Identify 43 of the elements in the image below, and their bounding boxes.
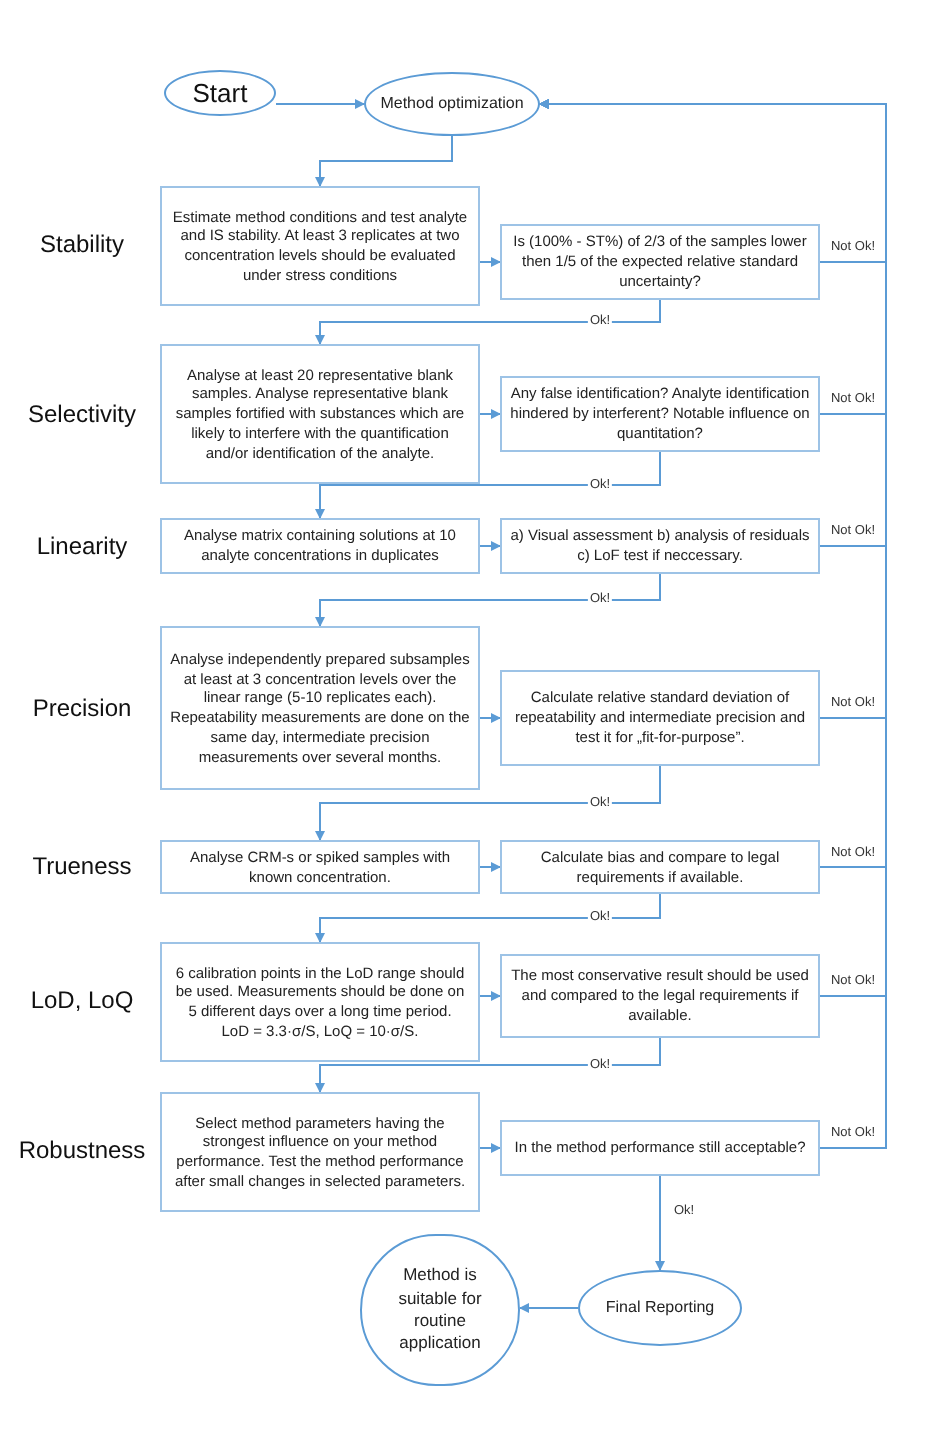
process-box: [500, 518, 820, 574]
arrow: [655, 1175, 665, 1271]
node-text: Start: [192, 75, 248, 112]
arrow: [315, 135, 453, 187]
process-box: [160, 518, 480, 574]
arrow: [315, 1037, 661, 1093]
process-box: [500, 1120, 820, 1176]
arrow: [275, 99, 365, 109]
process-box: [500, 670, 820, 766]
arrow: [479, 541, 501, 551]
arrow: [479, 409, 501, 419]
node-text: Final Reporting: [605, 1296, 715, 1320]
process-box: [500, 954, 820, 1038]
arrow: [315, 299, 661, 345]
row-label: LoD, LoQ: [28, 986, 136, 1014]
arrow: [315, 573, 661, 627]
process-box: [160, 626, 480, 790]
process-box: [160, 186, 480, 306]
arrow: [315, 893, 661, 943]
row-label: Precision: [30, 694, 134, 722]
arrow: [479, 257, 501, 267]
row-label: Linearity: [34, 532, 130, 560]
process-box: [500, 224, 820, 300]
node-text: Method is suitable for routine application: [396, 1264, 484, 1356]
arrow: [315, 451, 661, 519]
arrow: [479, 991, 501, 1001]
row-label: Trueness: [30, 852, 134, 880]
start-ellipse: [164, 70, 276, 116]
row-label: Robustness: [16, 1136, 148, 1164]
process-box: [500, 840, 820, 894]
process-box: [160, 942, 480, 1062]
arrow: [479, 713, 501, 723]
arrow: [315, 765, 661, 841]
arrow: [519, 1303, 579, 1313]
node-text: Method optimization: [380, 92, 524, 116]
process-box: [160, 1092, 480, 1212]
process-box: [160, 840, 480, 894]
process-box: [500, 376, 820, 452]
row-label: Stability: [37, 230, 127, 258]
process-box: [160, 344, 480, 484]
arrow: [479, 862, 501, 872]
arrow: [479, 1143, 501, 1153]
row-label: Selectivity: [25, 400, 139, 428]
